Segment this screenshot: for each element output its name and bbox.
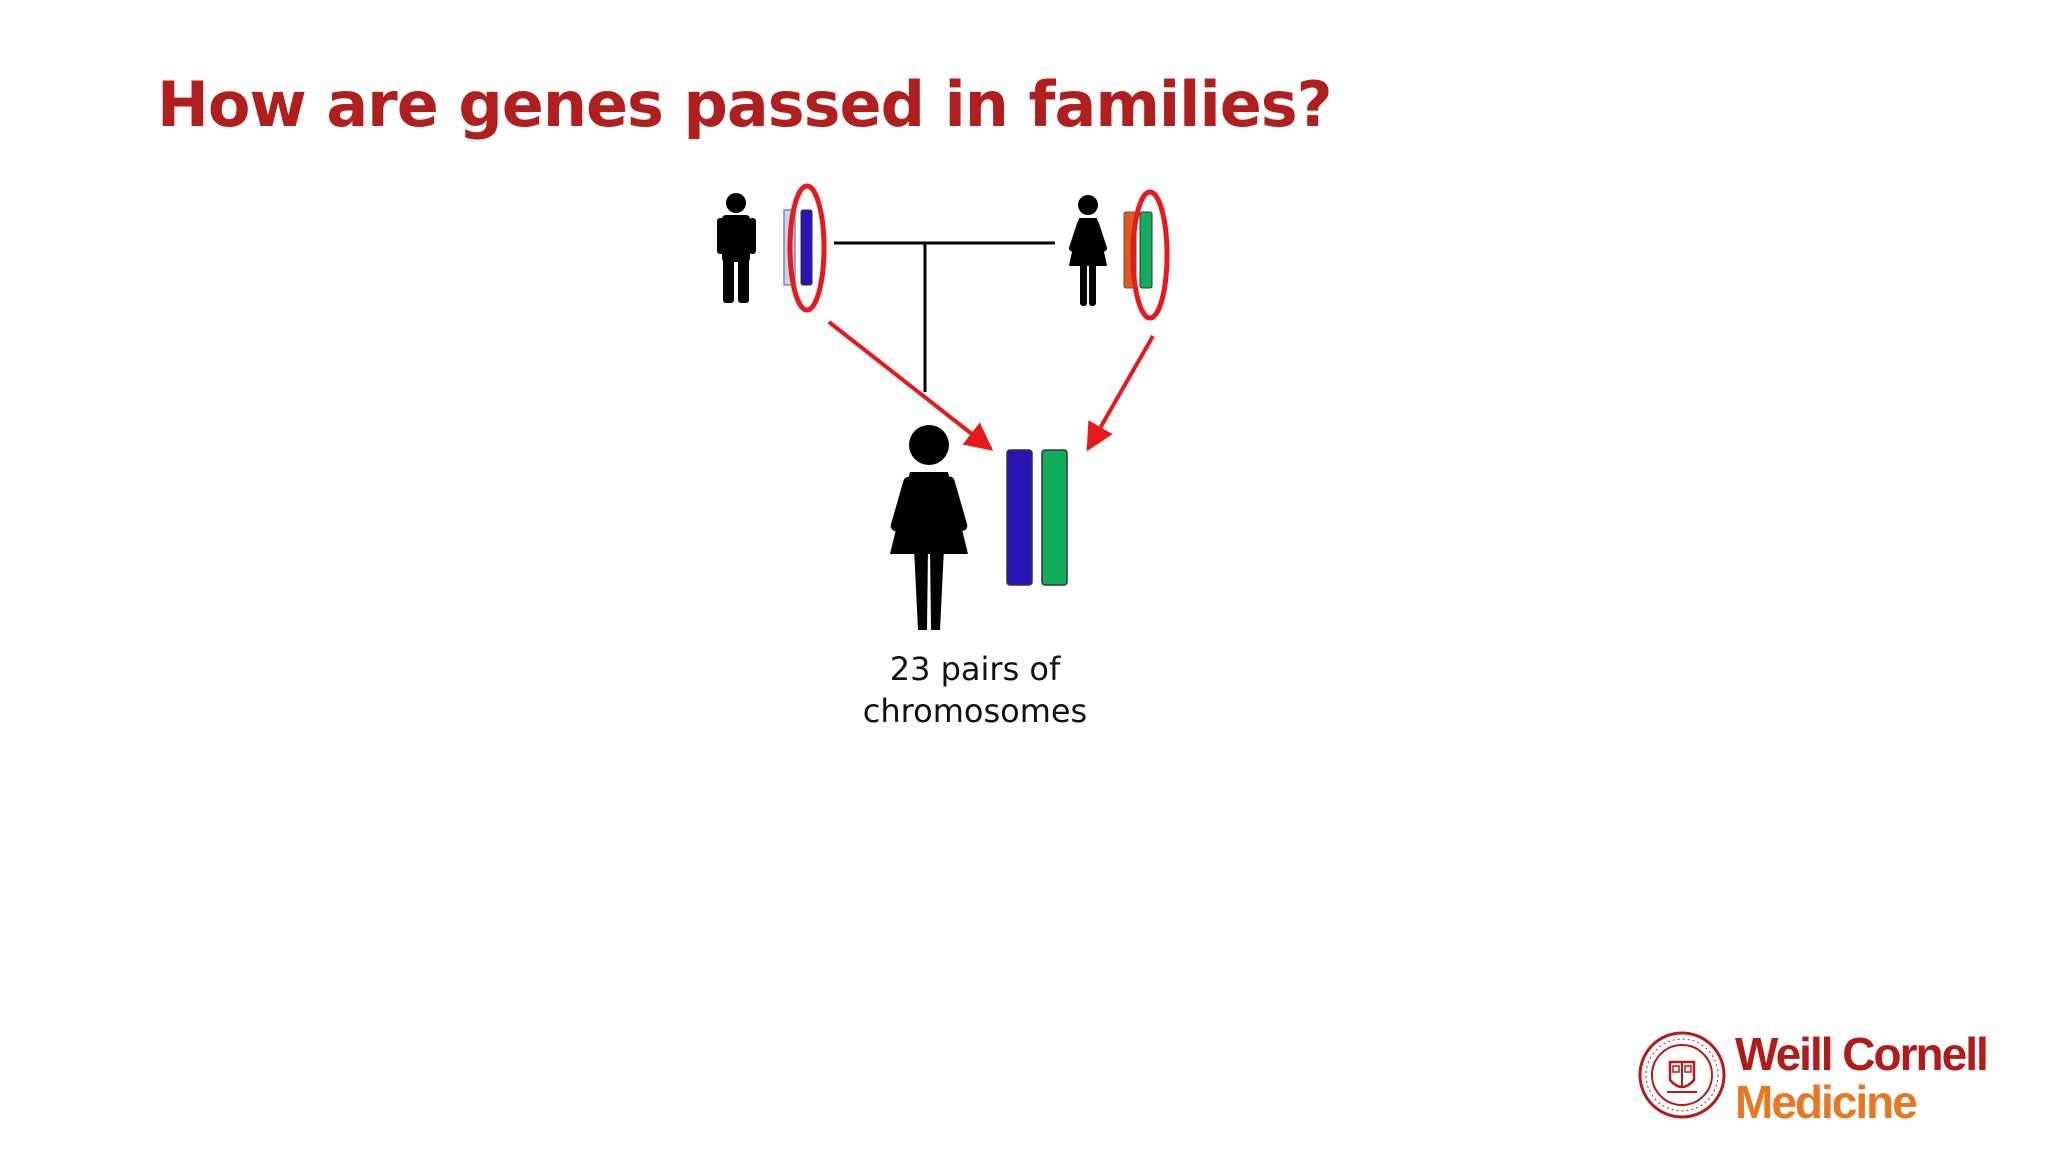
- father-inheritance-arrow: [827, 320, 994, 451]
- daughter-chromosome-green: [1041, 449, 1068, 586]
- logo-wordmark: Weill Cornell Medicine: [1735, 1028, 1989, 1128]
- father-selection-circle: [787, 183, 827, 313]
- logo-line-1: Weill Cornell: [1735, 1028, 1989, 1080]
- caption-line-1: 23 pairs of: [889, 650, 1061, 688]
- father-chromosome-blue: [800, 209, 813, 286]
- daughter-chromosome-blue: [1006, 449, 1033, 586]
- daughter-icon: [890, 425, 968, 630]
- father-icon: [717, 193, 756, 303]
- mother-chromosome-green: [1139, 211, 1153, 289]
- cornell-seal-icon: [1638, 1031, 1726, 1119]
- chromosome-caption: 23 pairs of chromosomes: [850, 648, 1100, 732]
- caption-line-2: chromosomes: [862, 692, 1088, 730]
- mother-selection-circle: [1130, 189, 1170, 321]
- mother-inheritance-arrow: [1086, 335, 1155, 452]
- weill-cornell-logo: Weill Cornell Medicine: [1637, 1030, 2037, 1130]
- logo-line-2: Medicine: [1735, 1076, 1918, 1128]
- mother-icon: [1068, 195, 1108, 306]
- slide-title: How are genes passed in families?: [157, 68, 1333, 141]
